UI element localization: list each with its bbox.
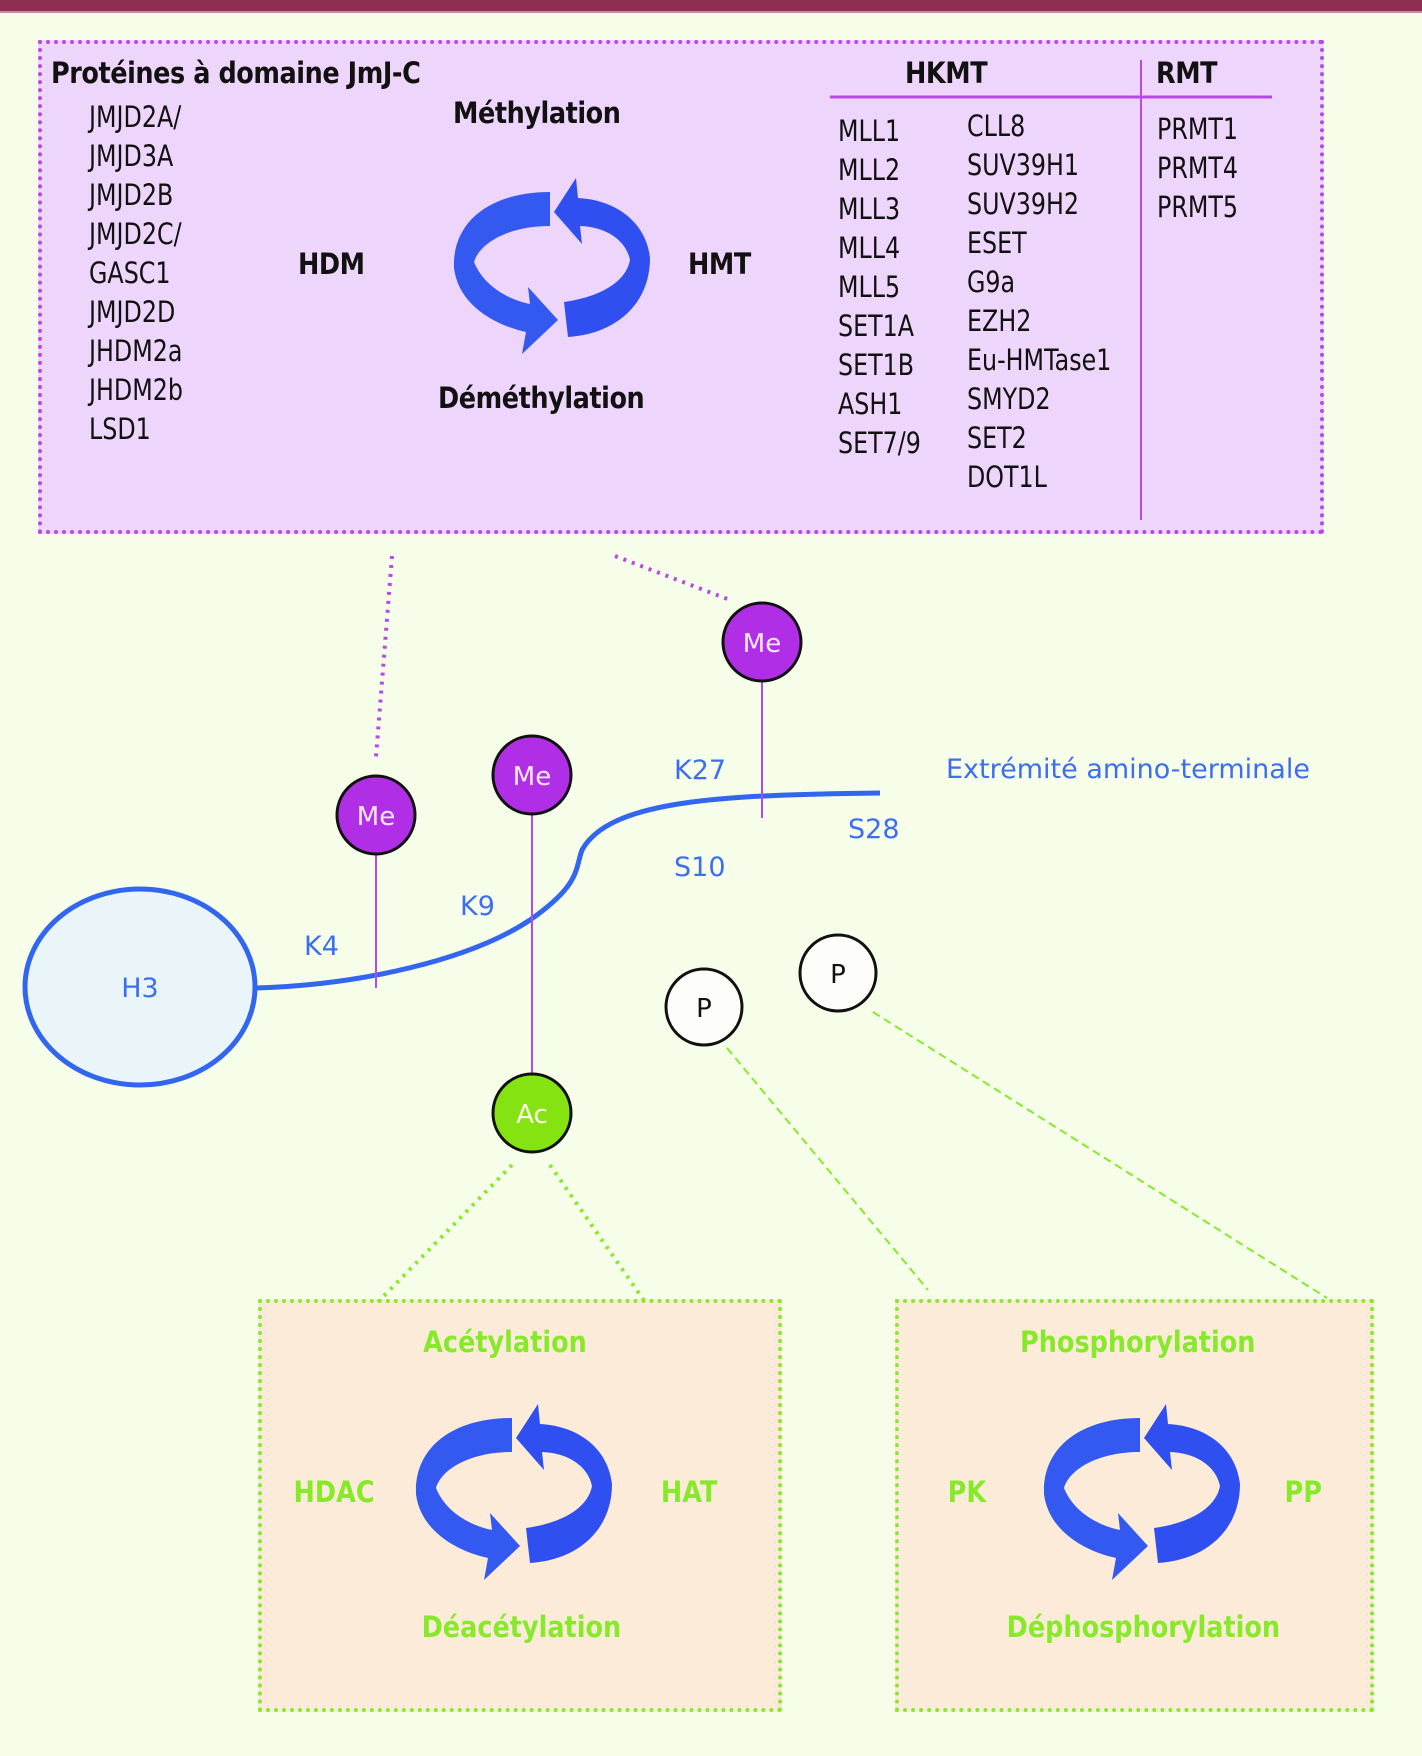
rmt-column: PRMT1 PRMT4 PRMT5 <box>1157 110 1238 227</box>
deacetylation-label: Déacétylation <box>421 1610 622 1644</box>
list-item: GASC1 <box>89 256 171 290</box>
list-item: PRMT1 <box>1157 112 1239 146</box>
me-mark-k4 <box>335 774 417 856</box>
list-item: JMJD2B <box>89 178 174 212</box>
acetylation-label: Acétylation <box>423 1325 587 1359</box>
list-item: SUV39H2 <box>967 187 1080 221</box>
p-label: P <box>830 960 846 990</box>
residue-k9: K9 <box>460 891 495 922</box>
p-mark-s28 <box>798 933 878 1013</box>
list-item: JMJD2D <box>89 295 176 329</box>
hat-label: HAT <box>660 1475 718 1509</box>
list-item: JHDM2a <box>89 334 183 368</box>
list-item: SET2 <box>967 421 1027 455</box>
list-item: JMJD2C/ <box>89 217 182 251</box>
connector-p-pk <box>726 1047 929 1291</box>
list-item: SET1B <box>838 348 915 382</box>
me-mark-k9 <box>491 734 573 816</box>
list-item: MLL4 <box>838 231 901 265</box>
list-item: JHDM2b <box>89 373 183 407</box>
me-mark-k27 <box>721 601 803 683</box>
methylation-panel <box>38 40 1324 534</box>
pk-label: PK <box>947 1475 987 1509</box>
me-label: Me <box>513 762 551 792</box>
acetylation-cycle-icon <box>415 1404 612 1580</box>
phosphorylation-panel <box>895 1299 1374 1712</box>
jmjc-title: Protéines à domaine JmJ-C <box>51 56 421 90</box>
residue-s10: S10 <box>674 852 726 883</box>
phosphorylation-label: Phosphorylation <box>1020 1325 1256 1359</box>
h3-label: H3 <box>121 973 158 1004</box>
list-item: PRMT4 <box>1157 151 1239 185</box>
list-item: JMJD2A/ <box>89 100 182 134</box>
list-item: MLL1 <box>838 114 901 148</box>
histone-tail <box>255 790 881 991</box>
list-item: SMYD2 <box>967 382 1051 416</box>
hdac-label: HDAC <box>293 1475 375 1509</box>
list-item: LSD1 <box>89 412 151 446</box>
demethylation-label: Déméthylation <box>438 381 645 415</box>
list-item: Eu-HMTase1 <box>967 343 1112 377</box>
list-item: SET1A <box>838 309 915 343</box>
dephosphorylation-label: Déphosphorylation <box>1006 1610 1281 1644</box>
list-item: PRMT5 <box>1157 190 1239 224</box>
ac-label: Ac <box>516 1100 548 1130</box>
pp-label: PP <box>1284 1475 1322 1509</box>
p-mark-s10 <box>664 967 744 1047</box>
acetylation-panel <box>258 1299 782 1712</box>
p-label: P <box>696 994 712 1024</box>
list-item: SUV39H1 <box>967 148 1080 182</box>
list-item: MLL2 <box>838 153 901 187</box>
rmt-header: RMT <box>1156 56 1218 90</box>
me-label: Me <box>743 629 781 659</box>
hmt-label: HMT <box>688 247 751 281</box>
methylation-label: Méthylation <box>453 96 621 130</box>
list-item: CLL8 <box>967 109 1026 143</box>
connector-ac-hdac <box>376 1163 514 1304</box>
me-label: Me <box>357 802 395 832</box>
residue-k4: K4 <box>304 931 339 962</box>
residue-s28: S28 <box>848 814 900 845</box>
methylation-cycle-icon <box>453 178 650 354</box>
list-item: ESET <box>967 226 1027 260</box>
list-item: SET7/9 <box>838 426 921 460</box>
list-item: MLL3 <box>838 192 901 226</box>
list-item: G9a <box>967 265 1016 299</box>
h3-core <box>22 886 258 1088</box>
tail-label: Extrémité amino-terminale <box>946 754 1310 785</box>
residue-k27: K27 <box>674 755 726 786</box>
phosphorylation-cycle-icon <box>1043 1404 1240 1580</box>
ac-mark-k9 <box>491 1072 573 1154</box>
connector-me-k4 <box>374 555 394 758</box>
list-item: MLL5 <box>838 270 901 304</box>
hkmt-header: HKMT <box>905 56 988 90</box>
list-item: JMJD3A <box>89 139 174 173</box>
list-item: EZH2 <box>967 304 1032 338</box>
header-bar <box>0 0 1422 13</box>
list-item: ASH1 <box>838 387 903 421</box>
connector-me-k27 <box>614 554 731 602</box>
jmjc-list: JMJD2A/ JMJD3A JMJD2B JMJD2C/ GASC1 JMJD… <box>89 98 183 449</box>
list-item: DOT1L <box>967 460 1047 494</box>
hkmt-column-2: CLL8 SUV39H1 SUV39H2 ESET G9a EZH2 Eu-HM… <box>967 107 1111 497</box>
hkmt-column-1: MLL1 MLL2 MLL3 MLL4 MLL5 SET1A SET1B ASH… <box>838 112 921 463</box>
hdm-label: HDM <box>298 247 365 281</box>
connector-ac-hat <box>548 1163 647 1304</box>
connector-p-pp <box>872 1011 1328 1299</box>
